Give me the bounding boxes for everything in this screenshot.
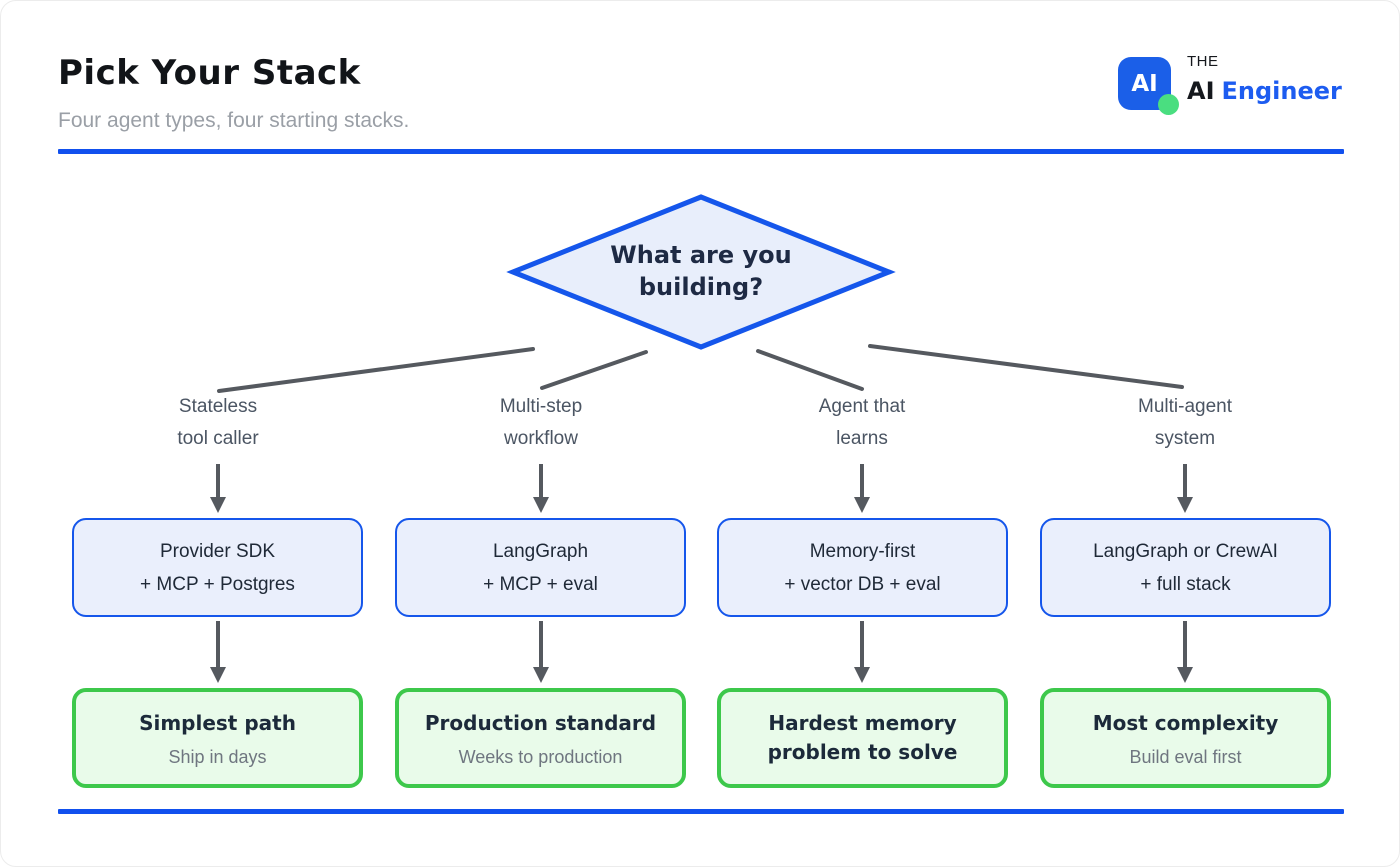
branch-line-2 bbox=[540, 350, 648, 390]
stack-box-langgraph: LangGraph + MCP + eval bbox=[395, 518, 686, 617]
arrowhead-icon bbox=[854, 497, 870, 513]
decision-question: What are you building? bbox=[610, 241, 792, 301]
arrowhead-icon bbox=[210, 497, 226, 513]
branch-label-agent-that-learns: Agent that learns bbox=[818, 396, 906, 449]
arrowhead-icon bbox=[210, 667, 226, 683]
outcome-box-simplest-path: Simplest path Ship in days bbox=[72, 688, 363, 788]
outcome-box-hardest-memory: Hardest memory problem to solve bbox=[717, 688, 1008, 788]
arrowhead-icon bbox=[854, 667, 870, 683]
decision-diamond-shape bbox=[506, 194, 896, 350]
branch-label-multi-step-workflow: Multi-step workflow bbox=[499, 396, 583, 449]
branch-line-3 bbox=[756, 349, 864, 391]
brand-the-label: THE bbox=[1187, 53, 1219, 70]
outcome-box-production-standard: Production standard Weeks to production bbox=[395, 688, 686, 788]
stack-box-memory-first: Memory-first + vector DB + eval bbox=[717, 518, 1008, 617]
arrowhead-icon bbox=[1177, 667, 1193, 683]
brand-name-engineer: Engineer bbox=[1221, 77, 1342, 105]
top-divider bbox=[58, 149, 1344, 154]
arrowhead-icon bbox=[533, 497, 549, 513]
page-subtitle: Four agent types, four starting stacks. bbox=[58, 109, 410, 132]
branch-label-multi-agent-system: Multi-agent system bbox=[1138, 396, 1232, 449]
logo-green-dot-icon bbox=[1158, 94, 1179, 115]
branch-label-stateless-tool-caller: Stateless tool caller bbox=[177, 396, 259, 449]
brand-name-ai: AI bbox=[1187, 77, 1215, 105]
bottom-divider bbox=[58, 809, 1344, 814]
stack-box-provider-sdk: Provider SDK + MCP + Postgres bbox=[72, 518, 363, 617]
branch-line-1 bbox=[217, 347, 535, 393]
stack-box-langgraph-crewai: LangGraph or CrewAI + full stack bbox=[1040, 518, 1331, 617]
branch-line-4 bbox=[868, 344, 1184, 389]
arrowhead-icon bbox=[1177, 497, 1193, 513]
ai-logo-text: AI bbox=[1131, 70, 1158, 97]
arrowhead-icon bbox=[533, 667, 549, 683]
page-title: Pick Your Stack bbox=[58, 53, 361, 93]
outcome-box-most-complexity: Most complexity Build eval first bbox=[1040, 688, 1331, 788]
